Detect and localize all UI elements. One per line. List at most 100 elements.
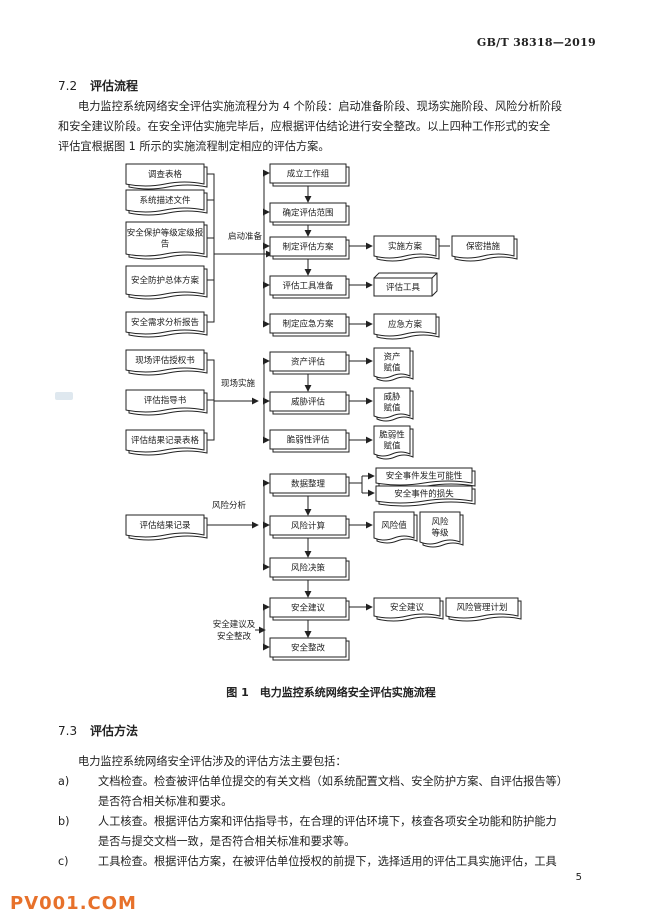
output-document-label: 应急方案	[388, 319, 423, 330]
process-step-label: 威胁评估	[291, 397, 326, 408]
output-document	[373, 425, 414, 460]
process-step	[269, 473, 350, 497]
watermark-text: PV001.COM	[10, 893, 137, 914]
process-step	[269, 597, 350, 621]
output-document-label: 脆弱性	[379, 430, 405, 441]
figure-caption: 图 1 电力监控系统网络安全评估实施流程	[226, 686, 436, 699]
list-mark: b)	[58, 815, 70, 828]
output-document	[373, 511, 418, 544]
output-document	[375, 485, 476, 507]
input-document-label: 系统描述文件	[139, 195, 191, 206]
process-step-label: 制定评估方案	[282, 242, 334, 253]
input-document	[125, 389, 208, 416]
page-number: 5	[575, 872, 582, 883]
output-document	[373, 347, 414, 382]
output-document-label: 赋值	[383, 441, 401, 452]
process-step-label: 风险决策	[291, 563, 326, 574]
list-text: 文档检查。检查被评估单位提交的有关文档（如系统配置文档、安全防护方案、自评估报告…	[98, 775, 568, 788]
input-document	[125, 311, 208, 338]
paragraph-7-2-cont: 和安全建议阶段。在安全评估实施完毕后，应根据评估结论进行安全整改。以上四种工作形…	[58, 117, 598, 157]
input-document-label: 评估结果记录	[139, 520, 191, 531]
process-step-label: 脆弱性评估	[287, 435, 330, 446]
list-item-c: c) 工具检查。根据评估方案，在被评估单位授权的前提下，选择适用的评估工具实施评估…	[58, 852, 598, 872]
list-text: 人工核查。根据评估方案和评估指导书，在合理的评估环境下，核查各项安全功能和防护能…	[98, 815, 557, 828]
process-step	[269, 391, 350, 415]
process-step-label: 资产评估	[291, 357, 326, 368]
input-document-label: 调查表格	[148, 169, 183, 180]
process-step-label: 确定评估范围	[282, 208, 333, 219]
list-text: 是否与提交文档一致，是否符合相关标准和要求等。	[98, 835, 356, 848]
output-document-label: 安全事件的损失	[394, 489, 454, 500]
section-heading-7-3: 7.3 评估方法	[58, 722, 138, 739]
paragraph-7-3-intro: 电力监控系统网络安全评估涉及的评估方法主要包括：	[78, 755, 347, 768]
paragraph-line: 评估宜根据图 1 所示的实施流程制定相应的评估方案。	[58, 140, 330, 153]
process-step	[269, 202, 350, 226]
phase-label-risk: 风险分析	[212, 500, 247, 511]
watermark-logo	[55, 392, 73, 400]
process-step	[269, 275, 350, 299]
input-document-label: 评估指导书	[144, 395, 187, 406]
section-number: 7.3	[58, 724, 78, 738]
input-document	[125, 189, 208, 216]
list-mark: a)	[58, 775, 70, 788]
output-document-label: 资产	[383, 352, 400, 363]
process-step-label: 评估工具准备	[282, 281, 334, 292]
phase-label-advice: 安全建议及	[213, 619, 256, 630]
input-document	[125, 349, 208, 376]
process-step-label: 风险计算	[291, 521, 326, 532]
output-document-label: 赋值	[383, 403, 401, 414]
section-title: 评估方法	[90, 724, 139, 738]
input-document	[125, 221, 208, 260]
process-step	[269, 313, 350, 337]
input-document-label: 安全防护总体方案	[131, 275, 200, 286]
output-document-label: 安全事件发生可能性	[386, 471, 463, 482]
output-document	[445, 597, 522, 622]
input-document	[125, 514, 208, 541]
input-document	[125, 163, 208, 190]
section-number: 7.2	[58, 79, 78, 93]
output-document-label: 风险	[431, 517, 449, 528]
list-item-a: a) 文档检查。检查被评估单位提交的有关文档（如系统配置文档、安全防护方案、自评估…	[58, 772, 598, 812]
process-step-label: 数据整理	[291, 479, 326, 490]
process-step	[269, 637, 350, 661]
paragraph-7-2: 电力监控系统网络安全评估实施流程分为 4 个阶段：启动准备阶段、现场实施阶段、风…	[78, 97, 598, 117]
process-step-label: 成立工作组	[287, 169, 330, 180]
phase-label-onsite: 现场实施	[221, 378, 256, 389]
list-mark: c)	[58, 855, 69, 868]
assessment-flow-diagram: 调查表格系统描述文件安全保护等级定级报告安全防护总体方案安全需求分析报告现场评估…	[125, 163, 522, 661]
list-text: 是否符合相关标准和要求。	[98, 795, 233, 808]
process-step	[269, 163, 350, 187]
output-document	[373, 597, 444, 622]
input-document-label: 安全需求分析报告	[131, 317, 199, 328]
output-document-label: 风险值	[381, 520, 407, 531]
process-step-label: 安全建议	[291, 603, 326, 614]
process-step	[269, 557, 350, 581]
process-step-label: 制定应急方案	[282, 319, 334, 330]
output-document-label: 等级	[431, 528, 449, 539]
input-document	[125, 429, 208, 456]
input-document-label: 现场评估授权书	[135, 355, 195, 366]
output-document-label: 实施方案	[388, 241, 423, 252]
output-document	[373, 235, 440, 262]
output-document-label: 赋值	[383, 363, 401, 374]
input-document-label: 评估结果记录表格	[131, 435, 200, 446]
paragraph-line: 电力监控系统网络安全评估实施流程分为 4 个阶段：启动准备阶段、现场实施阶段、风…	[78, 100, 563, 113]
list-text: 工具检查。根据评估方案，在被评估单位授权的前提下，选择适用的评估工具实施评估，工…	[98, 855, 557, 868]
process-step	[269, 429, 350, 453]
output-document-label: 风险管理计划	[456, 602, 507, 613]
output-document-label: 保密措施	[466, 241, 501, 252]
process-step-label: 安全整改	[291, 643, 326, 654]
output-document-label: 评估工具	[386, 282, 421, 293]
output-document	[373, 313, 440, 340]
phase-label-advice: 安全整改	[217, 631, 252, 642]
list-item-b: b) 人工核查。根据评估方案和评估指导书，在合理的评估环境下，核查各项安全功能和防…	[58, 812, 598, 852]
section-heading-7-2: 7.2 评估流程	[58, 77, 138, 94]
process-step	[269, 515, 350, 539]
section-title: 评估流程	[90, 79, 139, 93]
paragraph-line: 和安全建议阶段。在安全评估实施完毕后，应根据评估结论进行安全整改。以上四种工作形…	[58, 120, 551, 133]
output-document-label: 威胁	[383, 392, 401, 403]
input-document-label: 告	[161, 239, 170, 250]
output-document	[451, 235, 518, 262]
output-document	[419, 511, 464, 548]
process-step	[269, 236, 350, 260]
